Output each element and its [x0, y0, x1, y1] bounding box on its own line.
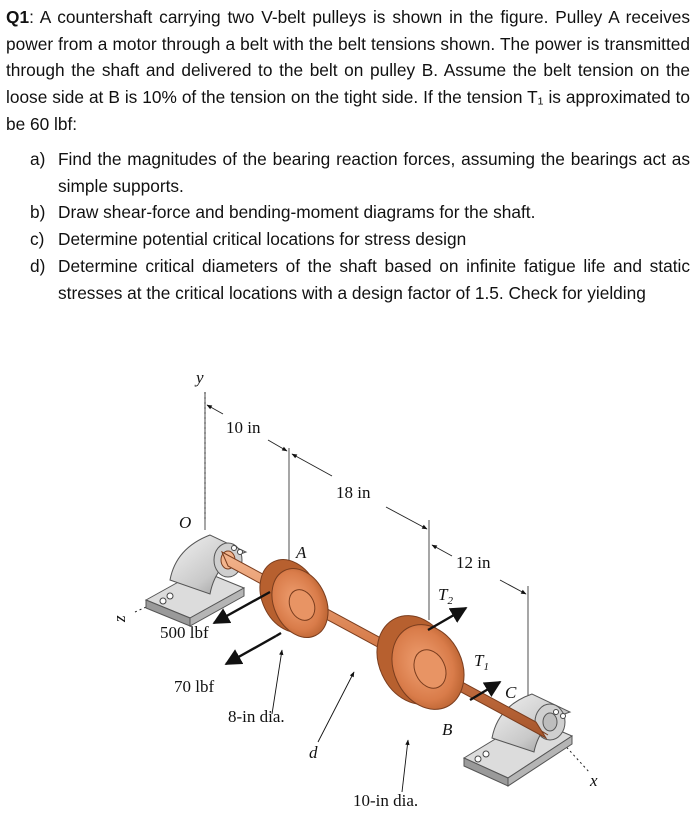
dim-10-line-right	[267, 439, 288, 452]
part-c: c) Determine potential critical location…	[30, 226, 690, 253]
dim-10-label: 10 in	[226, 418, 261, 437]
part-a-letter: a)	[30, 149, 46, 169]
t2-label: T2	[438, 585, 453, 607]
pulley-a	[259, 559, 329, 638]
question-parts-list: a) Find the magnitudes of the bearing re…	[30, 146, 690, 306]
question-text: : A countershaft carrying two V-belt pul…	[6, 7, 690, 134]
d-leader	[317, 671, 355, 743]
part-d-letter: d)	[30, 255, 46, 276]
force-70-label: 70 lbf	[174, 677, 214, 696]
t2-label-main: T	[438, 585, 449, 604]
force-70-arrow	[224, 634, 277, 666]
part-b-text: Draw shear-force and bending-moment diag…	[58, 202, 536, 223]
dia-8-label: 8-in dia.	[228, 707, 285, 726]
t1-arrow	[469, 680, 502, 702]
t1-label: T1	[474, 651, 489, 673]
part-b: b) Draw shear-force and bending-moment d…	[30, 199, 690, 226]
question-statement: Q1: A countershaft carrying two V-belt p…	[6, 4, 690, 138]
part-c-text: Determine potential critical locations f…	[58, 229, 467, 250]
dim-12-line-right	[499, 579, 527, 595]
force-500-label: 500 lbf	[160, 623, 209, 642]
dim-18-line-right	[385, 506, 428, 530]
t2-arrow	[427, 606, 468, 632]
part-d-text: Determine critical diameters of the shaf…	[58, 255, 690, 303]
dia-10-leader	[401, 739, 410, 793]
question-number: Q1	[6, 7, 30, 27]
point-a-label: A	[295, 543, 307, 562]
force-70-tail	[275, 631, 282, 638]
x-axis-label: x	[589, 771, 598, 790]
t2-label-sub: 2	[447, 595, 453, 607]
z-axis-label: z	[110, 615, 129, 623]
dim-12-line-left	[431, 544, 453, 557]
part-c-letter: c)	[30, 229, 45, 250]
dia-10-label: 10-in dia.	[353, 791, 418, 810]
force-500-arrow	[212, 590, 271, 625]
dim-12-label: 12 in	[456, 553, 491, 572]
dim-18-label: 18 in	[336, 483, 371, 502]
pulley-b	[376, 615, 465, 710]
part-a: a) Find the magnitudes of the bearing re…	[30, 146, 690, 199]
dim-10-line-left	[206, 404, 224, 415]
origin-label: O	[179, 513, 191, 532]
part-d: d) Determine critical diameters of the s…	[30, 253, 690, 306]
dim-18-line-left	[291, 453, 333, 477]
t1-label-main: T	[474, 651, 485, 670]
part-b-letter: b)	[30, 202, 46, 223]
countershaft-figure: y z x 10 in 18 in 12 in O A B C	[110, 368, 598, 810]
y-axis-label: y	[194, 368, 204, 387]
d-label: d	[309, 743, 318, 762]
dia-8-leader	[271, 649, 284, 715]
part-a-text: Find the magnitudes of the bearing react…	[58, 149, 690, 196]
bearing-c	[462, 693, 574, 787]
t1-label-sub: 1	[483, 661, 489, 673]
point-c-label: C	[505, 683, 517, 702]
point-b-label: B	[442, 720, 453, 739]
